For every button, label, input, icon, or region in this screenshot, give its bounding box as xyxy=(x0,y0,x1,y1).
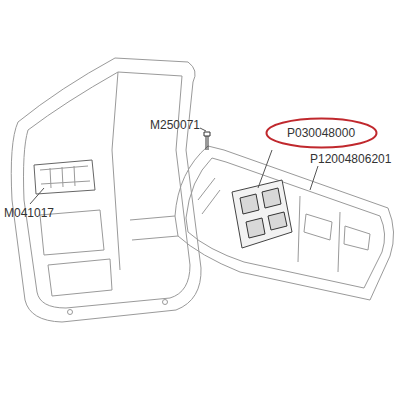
cover-housing xyxy=(11,58,201,322)
leader-line xyxy=(258,150,272,188)
part-number: P030048000 xyxy=(287,126,355,140)
part-number: M250071 xyxy=(150,118,200,132)
part-number: M041017 xyxy=(4,206,54,220)
screw xyxy=(204,132,210,150)
leader-line xyxy=(310,166,318,190)
leader-line xyxy=(30,188,44,204)
circuit-board xyxy=(232,180,292,248)
highlight-ellipse: P030048000 xyxy=(265,117,378,149)
part-number: P12004806201 xyxy=(310,152,391,166)
rear-housing xyxy=(175,146,394,300)
leader-line xyxy=(200,128,206,131)
